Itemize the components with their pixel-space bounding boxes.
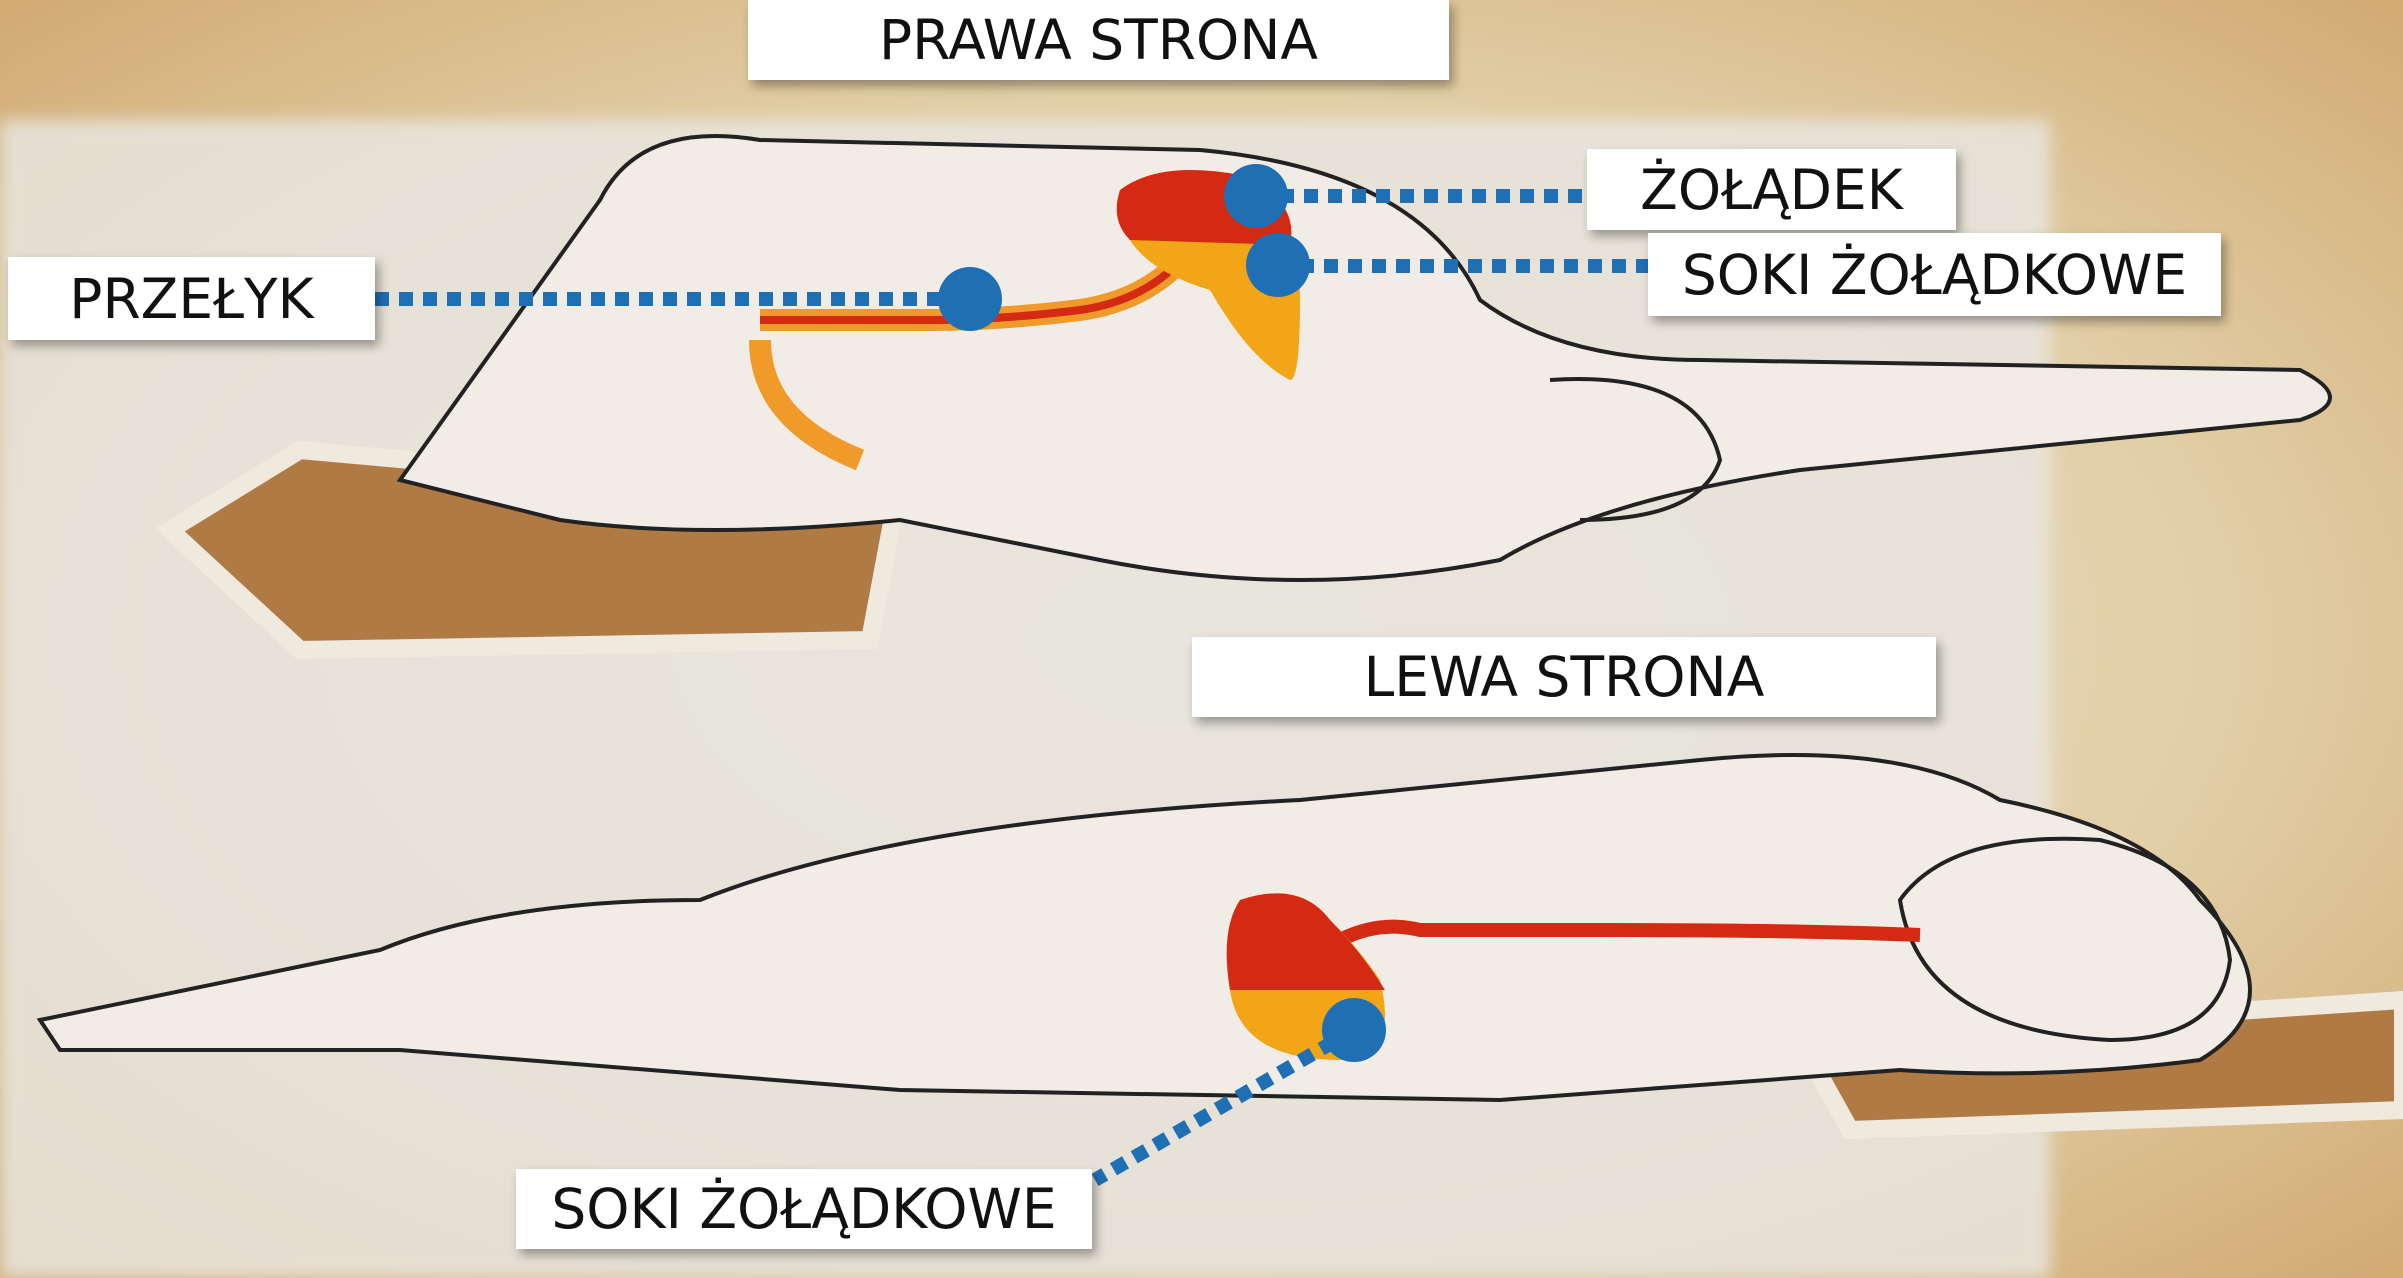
- label-stomach: ŻOŁĄDEK: [1587, 149, 1956, 230]
- gastric-juices-bottom-marker: [1322, 998, 1386, 1062]
- label-gastric-juices-bottom: SOKI ŻOŁĄDKOWE: [516, 1169, 1092, 1249]
- stomach-marker: [1224, 164, 1288, 228]
- esophagus-marker: [938, 267, 1002, 331]
- gastric-juices-top-marker: [1246, 233, 1310, 297]
- label-right-side: PRAWA STRONA: [748, 0, 1449, 80]
- leader-lines: [375, 189, 1650, 1187]
- figure-left-side: [36, 753, 2403, 1140]
- label-esophagus: PRZEŁYK: [8, 257, 375, 340]
- label-gastric-juices-top: SOKI ŻOŁĄDKOWE: [1648, 233, 2221, 316]
- label-left-side: LEWA STRONA: [1192, 637, 1936, 717]
